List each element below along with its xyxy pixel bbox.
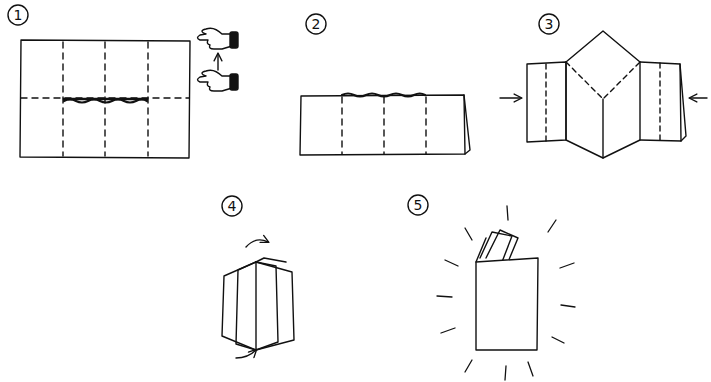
- callout-number: 3: [539, 14, 559, 34]
- callout-number: 5: [408, 195, 428, 215]
- step3-fold: [500, 31, 707, 158]
- callout-number: 1: [8, 5, 28, 25]
- step2-strip: [300, 94, 470, 156]
- step4-booklet: [222, 240, 294, 358]
- callout-number: 2: [306, 14, 326, 34]
- hands: [198, 28, 239, 91]
- callout-circles: [8, 5, 559, 216]
- step1-sheet: [20, 40, 190, 158]
- callout-number: 4: [222, 196, 242, 216]
- step5-zine: [437, 206, 575, 380]
